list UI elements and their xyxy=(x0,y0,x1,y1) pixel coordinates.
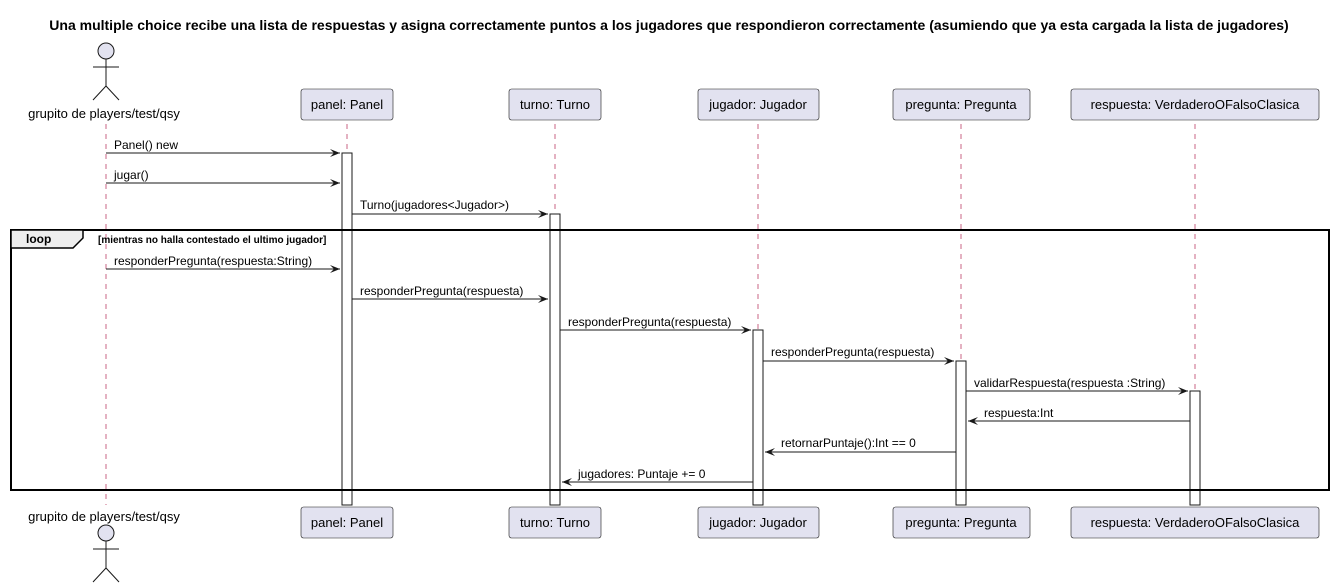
arrowhead xyxy=(538,210,548,218)
message-label: responderPregunta(respuesta:String) xyxy=(114,254,312,268)
actor-head-icon xyxy=(97,524,115,542)
actor-bottom: grupito de players/test/qsy xyxy=(28,509,180,583)
participant-box-respuesta xyxy=(1070,88,1320,121)
actor-label: grupito de players/test/qsy xyxy=(28,509,180,524)
participant-label: respuesta: VerdaderoOFalsoClasica xyxy=(1091,97,1301,112)
diagram-title: Una multiple choice recibe una lista de … xyxy=(49,17,1288,33)
participant-label: pregunta: Pregunta xyxy=(905,97,1017,112)
message-label: Panel() new xyxy=(114,138,178,152)
participant-box-jugador xyxy=(697,88,820,121)
participant-label: jugador: Jugador xyxy=(708,97,807,112)
participants-bottom: panel: Panel turno: Turno jugador: Jugad… xyxy=(300,506,1320,539)
participant-label: turno: Turno xyxy=(520,515,590,530)
message-label: responderPregunta(respuesta) xyxy=(568,315,731,329)
participant-label: respuesta: VerdaderoOFalsoClasica xyxy=(1091,515,1301,530)
activation-turno xyxy=(549,213,561,506)
loop-condition: [mientras no halla contestado el ultimo … xyxy=(98,235,326,246)
participant-box-jugador xyxy=(697,506,820,539)
message-label: respuesta:Int xyxy=(984,406,1054,420)
activation-pregunta xyxy=(955,360,967,506)
loop-frame-tab xyxy=(10,229,84,249)
actor-label: grupito de players/test/qsy xyxy=(28,106,180,121)
arrowhead xyxy=(1178,387,1188,395)
arrowhead xyxy=(968,417,978,425)
arrowhead xyxy=(944,357,954,365)
message-label: responderPregunta(respuesta) xyxy=(360,284,523,298)
participant-box-pregunta xyxy=(892,88,1031,121)
loop-label: loop xyxy=(26,232,51,246)
activation-respuesta xyxy=(1189,390,1201,506)
participant-box-turno xyxy=(508,506,602,539)
actor-head-icon xyxy=(97,42,115,60)
participant-label: panel: Panel xyxy=(311,97,383,112)
arrowhead xyxy=(330,149,340,157)
activation-panel xyxy=(341,152,353,506)
arrowhead xyxy=(538,295,548,303)
participant-box-pregunta xyxy=(892,506,1031,539)
participants-top: panel: Panel turno: Turno jugador: Jugad… xyxy=(300,88,1320,121)
participant-box-turno xyxy=(508,88,602,121)
message-label: Turno(jugadores<Jugador>) xyxy=(360,198,509,212)
arrowhead xyxy=(562,478,572,486)
arrowhead xyxy=(765,448,775,456)
activations xyxy=(341,152,1201,506)
actor-top: grupito de players/test/qsy xyxy=(28,42,180,121)
messages: Panel() new jugar() Turno(jugadores<Juga… xyxy=(106,138,1190,486)
activation-jugador xyxy=(752,329,764,506)
message-label: jugar() xyxy=(113,168,149,182)
arrowhead xyxy=(741,326,751,334)
participant-box-panel xyxy=(300,88,394,121)
participant-label: pregunta: Pregunta xyxy=(905,515,1017,530)
participant-box-panel xyxy=(300,506,394,539)
message-label: jugadores: Puntaje += 0 xyxy=(577,467,706,481)
loop-frame: loop [mientras no halla contestado el ul… xyxy=(10,229,1330,491)
message-label: retornarPuntaje():Int == 0 xyxy=(781,436,916,450)
arrowhead xyxy=(330,265,340,273)
message-label: responderPregunta(respuesta) xyxy=(771,345,934,359)
message-label: validarRespuesta(respuesta :String) xyxy=(974,376,1165,390)
participant-label: jugador: Jugador xyxy=(708,515,807,530)
loop-frame-border xyxy=(10,229,1330,491)
arrowhead xyxy=(330,179,340,187)
participant-label: panel: Panel xyxy=(311,515,383,530)
participant-label: turno: Turno xyxy=(520,97,590,112)
participant-box-respuesta xyxy=(1070,506,1320,539)
